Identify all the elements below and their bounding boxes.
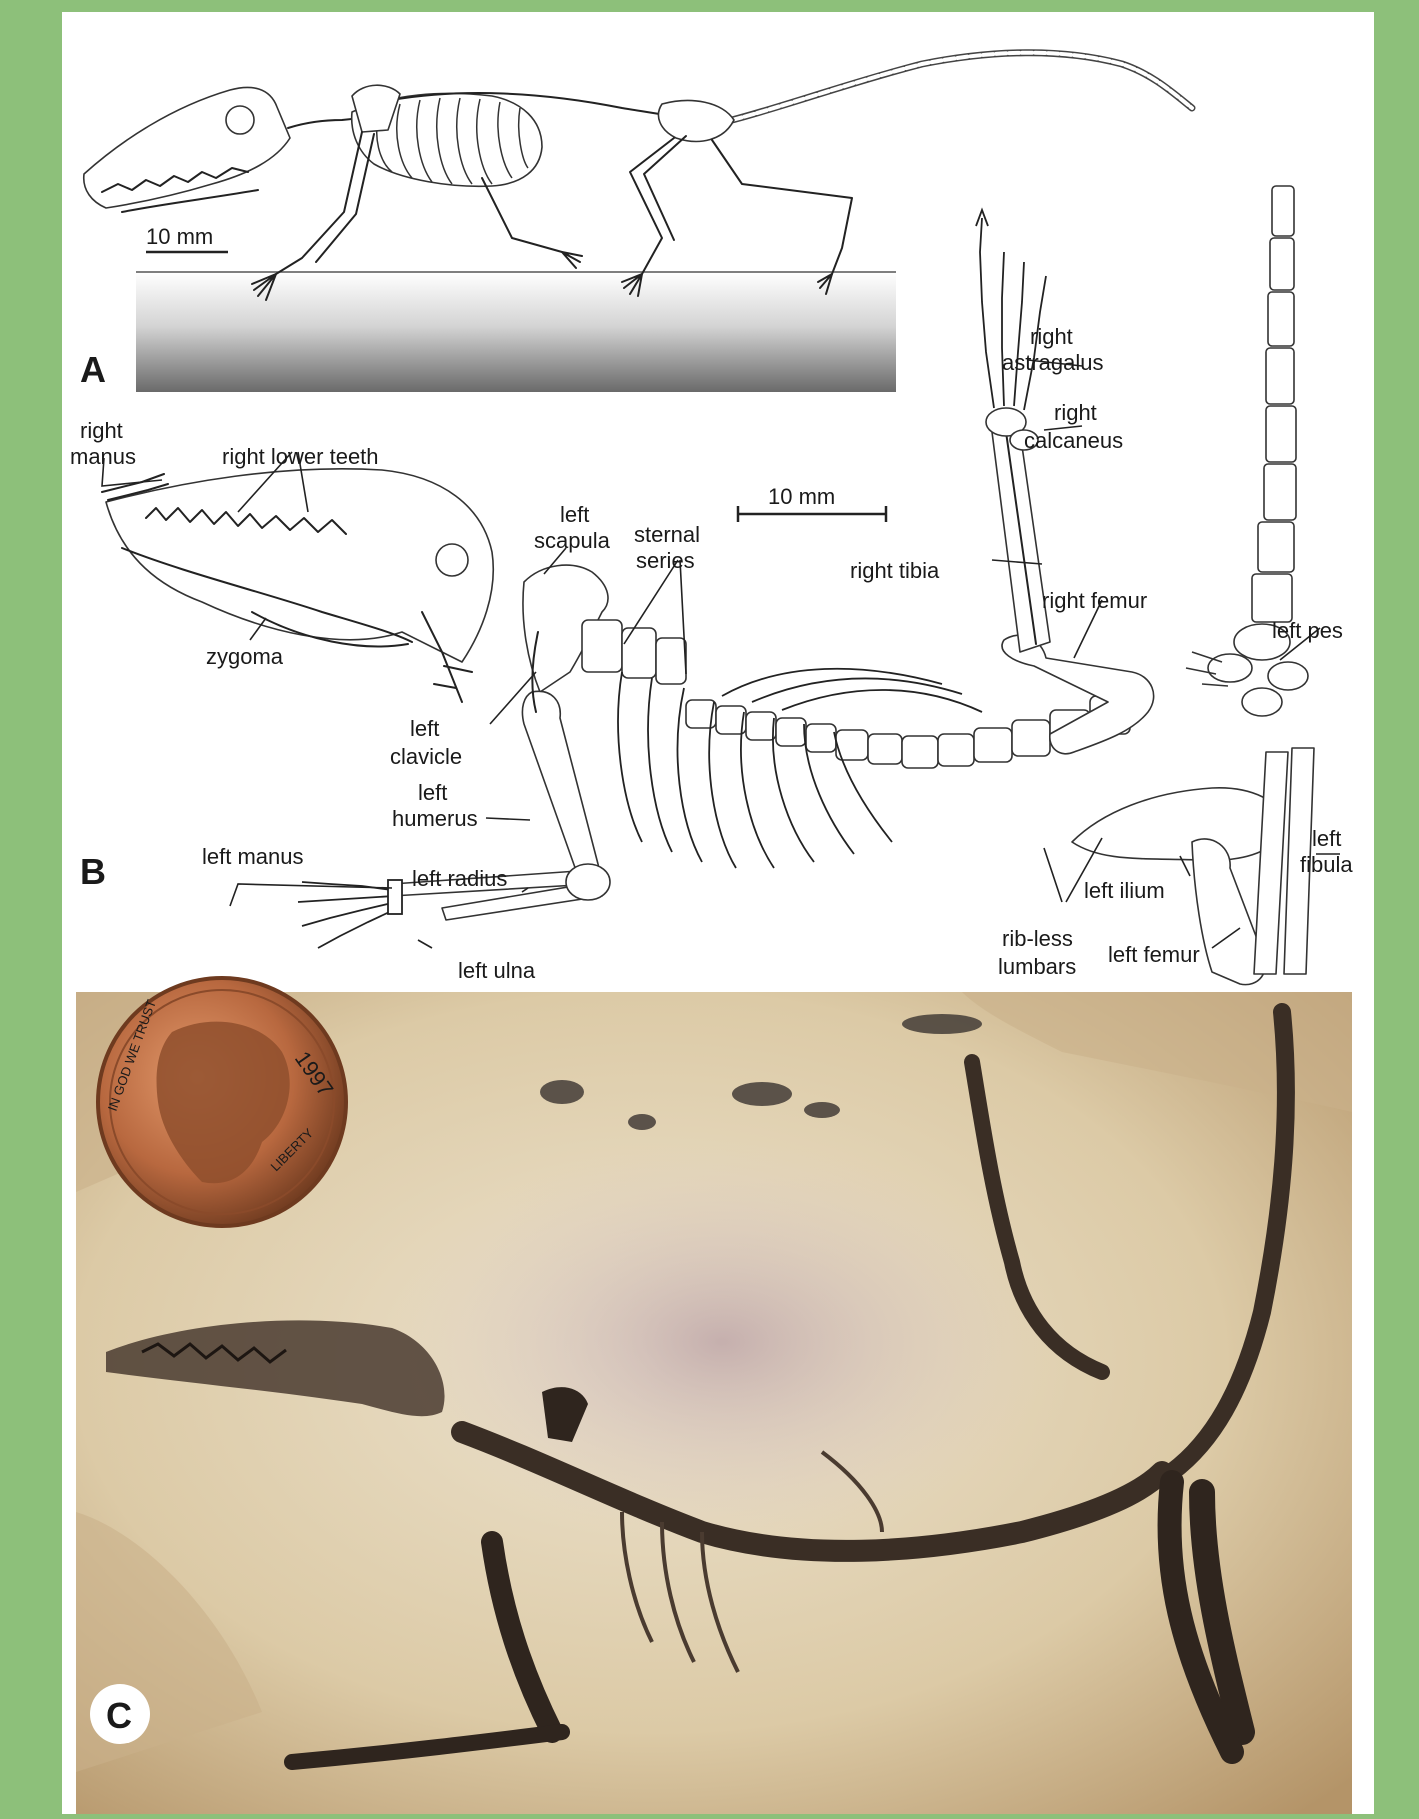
reconstruction-pelvis — [658, 101, 734, 142]
label-left-scapula-2: scapula — [534, 528, 611, 553]
label-left-fibula-1: left — [1312, 826, 1341, 851]
rock-stain — [392, 1142, 1052, 1542]
label-left-scapula-1: left — [560, 502, 589, 527]
reconstruction-skull — [84, 87, 290, 208]
left-elbow — [566, 864, 610, 900]
reconstruction-forefoot-far — [562, 252, 582, 268]
label-left-clavicle-2: clavicle — [390, 744, 462, 769]
label-right-tibia: right tibia — [850, 558, 940, 583]
label-left-clavicle-1: left — [410, 716, 439, 741]
label-left-fibula-2: fibula — [1300, 852, 1353, 877]
label-left-humerus-2: humerus — [392, 806, 478, 831]
figure-panel: 10 mm A — [62, 12, 1374, 1814]
penny-coin: 1997 IN GOD WE TRUST LIBERTY — [98, 978, 346, 1226]
left-ilium-bone — [1072, 788, 1284, 860]
label-left-ulna: left ulna — [458, 958, 536, 983]
right-pes-bones — [976, 210, 1046, 410]
label-right-femur: right femur — [1042, 588, 1147, 613]
label-right-calcaneus-2: calcaneus — [1024, 428, 1123, 453]
panel-a: 10 mm A — [80, 53, 1192, 392]
reconstruction-tail-core — [732, 53, 1192, 120]
reconstruction-hindlimb-2 — [644, 136, 686, 240]
label-left-manus: left manus — [202, 844, 304, 869]
label-right-calcaneus-1: right — [1054, 400, 1097, 425]
panel-label-b: B — [80, 851, 106, 892]
reconstruction-orbit — [226, 106, 254, 134]
reconstruction-hindlimb — [630, 138, 674, 274]
panel-label-c: C — [106, 1695, 132, 1736]
label-right-astragalus-2: astragalus — [1002, 350, 1104, 375]
label-right-astragalus-1: right — [1030, 324, 1073, 349]
label-rib-less-lumbars-1: rib-less — [1002, 926, 1073, 951]
label-right-manus-1: right — [80, 418, 123, 443]
scale-bar-a-label: 10 mm — [146, 224, 213, 249]
label-right-manus-2: manus — [70, 444, 136, 469]
label-sternal-series-1: sternal — [634, 522, 700, 547]
left-manus-bones — [298, 880, 402, 948]
label-rib-less-lumbars-2: lumbars — [998, 954, 1076, 979]
label-left-pes: left pes — [1272, 618, 1343, 643]
label-sternal-series-2: series — [636, 548, 695, 573]
reconstruction-forelimb-far — [482, 178, 562, 252]
skull-orbit — [436, 544, 468, 576]
left-humerus-bone — [522, 691, 598, 880]
tail-vertebrae — [1252, 186, 1296, 622]
label-left-humerus-1: left — [418, 780, 447, 805]
reconstruction-forelimb — [276, 132, 362, 274]
ground-surface — [136, 272, 896, 392]
panel-c: 1997 IN GOD WE TRUST LIBERTY C — [76, 978, 1352, 1814]
label-left-ilium: left ilium — [1084, 878, 1165, 903]
label-zygoma: zygoma — [206, 644, 284, 669]
label-left-femur: left femur — [1108, 942, 1200, 967]
panel-label-a: A — [80, 349, 106, 390]
label-left-radius: left radius — [412, 866, 507, 891]
figure-svg: 10 mm A — [62, 12, 1374, 1814]
left-tibia-bone — [1254, 752, 1288, 974]
label-right-lower-teeth: right lower teeth — [222, 444, 379, 469]
reconstruction-hindlimb-far — [712, 140, 852, 274]
scale-bar-b-label: 10 mm — [768, 484, 835, 509]
